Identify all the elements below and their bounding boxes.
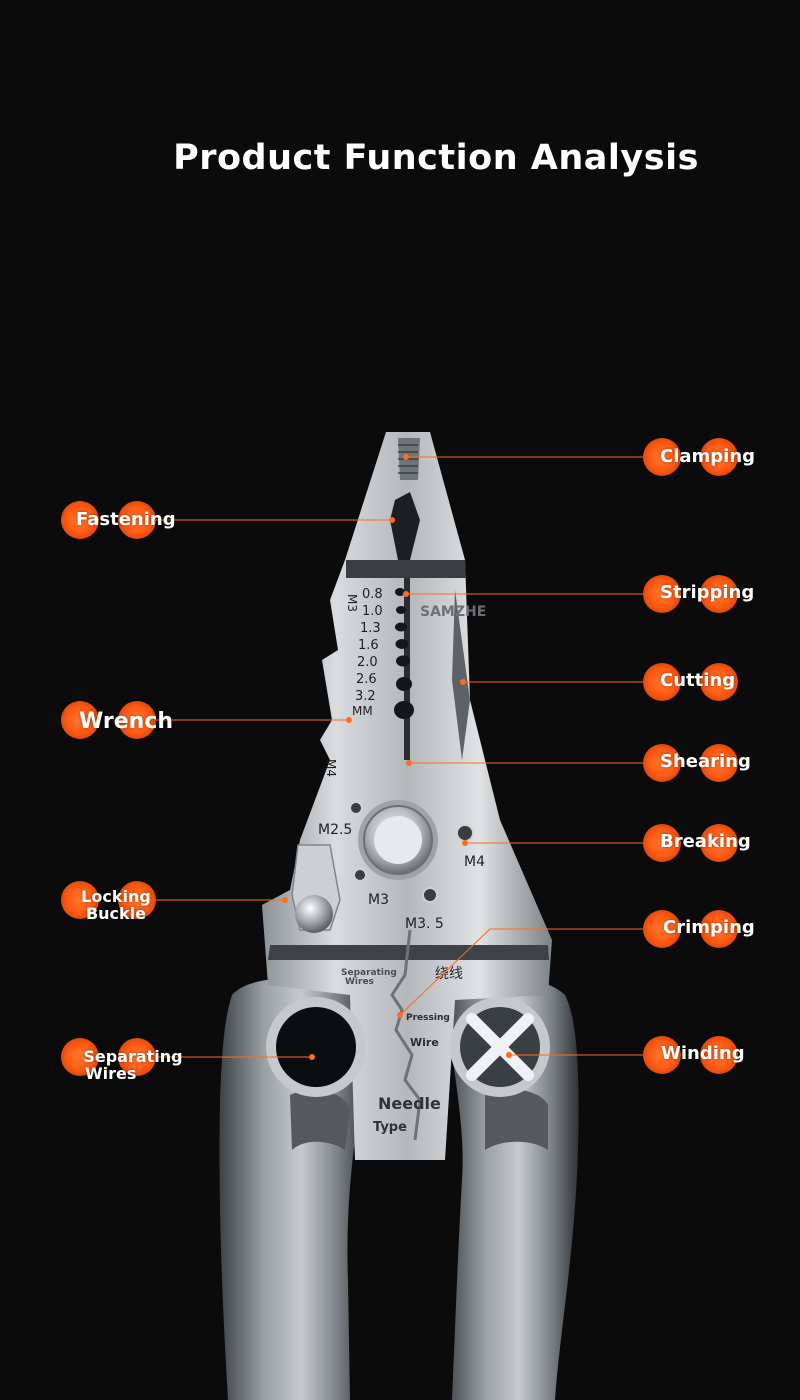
marking-winding-cn: 绕线 [435,966,463,982]
gauge-size-6: 2.6 [356,672,377,687]
gauge-size-2: 1.0 [362,604,383,619]
label-bubbles [61,438,738,1076]
label-cutting: Cutting [660,670,736,691]
marking-m3: M3 [368,892,389,908]
label-locking-buckle: Locking Buckle [79,888,153,922]
marking-separating: Separating [341,968,397,978]
callout-points [282,454,512,1060]
brand-mark: SAMZHE [420,604,486,620]
jaw [262,432,552,1160]
page-title: Product Function Analysis [173,138,699,178]
marking-m4-side: M4 [324,759,338,777]
label-shearing: Shearing [660,751,751,772]
label-separating-wires: Separating Wires [79,1048,187,1082]
handle-rings [266,997,550,1097]
gauge-size-7: 3.2 [355,689,376,704]
marking-type: Type [373,1120,407,1135]
marking-wires: Wires [345,977,374,987]
gauge-size-1: 0.8 [362,587,383,602]
label-crimping: Crimping [663,917,755,938]
label-winding: Winding [661,1043,745,1064]
label-separating-line1: Separating [83,1047,183,1066]
label-fastening: Fastening [76,509,176,530]
label-locking-line1: Locking [81,887,151,906]
label-stripping: Stripping [660,582,755,603]
label-locking-line2: Buckle [85,904,147,923]
tool-markings: 0.8 1.0 1.3 1.6 2.0 2.6 3.2 MM SAMZHE M3… [318,587,486,1135]
label-separating-line2: Wires [85,1064,137,1083]
marking-m3-top: M3 [345,594,359,612]
label-wrench: Wrench [79,709,174,734]
gauge-unit: MM [352,704,373,718]
marking-m35: M3. 5 [405,916,444,932]
marking-m4: M4 [464,854,485,870]
label-clamping: Clamping [660,446,756,467]
label-breaking: Breaking [660,831,751,852]
gauge-size-3: 1.3 [360,621,381,636]
gauge-size-5: 2.0 [357,655,378,670]
marking-m25: M2.5 [318,822,352,838]
line-crimping [399,928,676,1016]
marking-pressing: Pressing [406,1013,450,1023]
marking-wire: Wire [410,1036,439,1049]
gauge-size-4: 1.6 [358,638,379,653]
marking-needle: Needle [378,1094,441,1113]
